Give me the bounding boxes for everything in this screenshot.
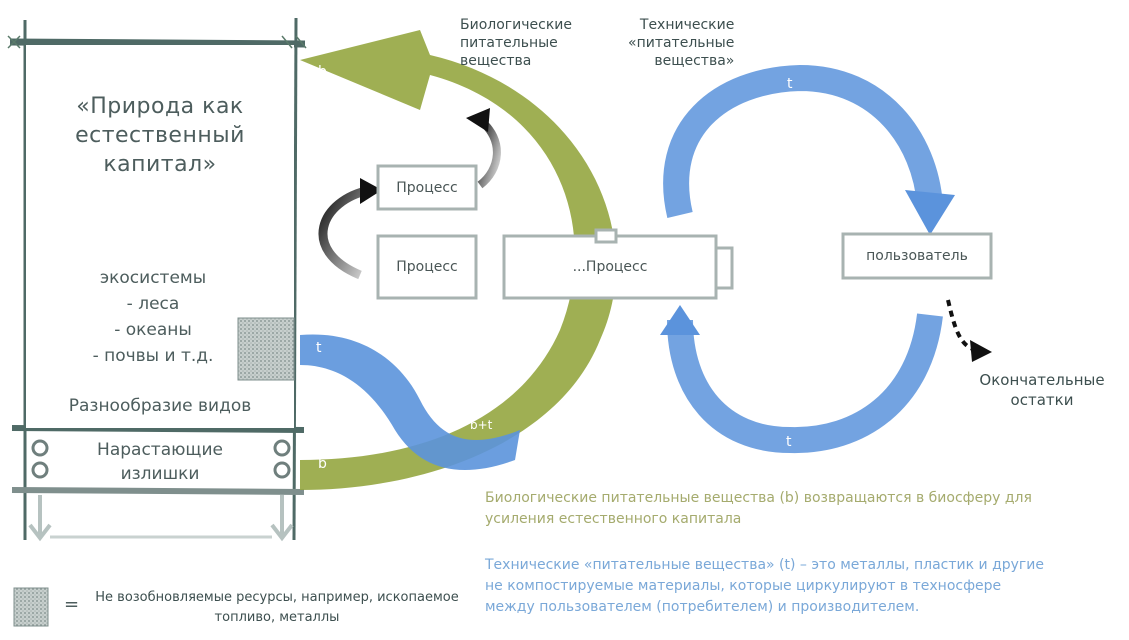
legend-swatch	[13, 587, 49, 627]
process-box-2-label: Процесс	[396, 259, 458, 275]
bio-green-arrow	[300, 30, 617, 490]
frame-grass	[7, 35, 307, 49]
species-diversity: Разнообразие видов	[68, 396, 252, 416]
marker-b-bottom: b	[318, 456, 327, 472]
surplus-label: Нарастающие излишки	[97, 440, 223, 484]
process-up-arrow	[477, 116, 501, 189]
surplus-loops	[31, 439, 291, 479]
bio-note: Биологические питательные вещества (b) в…	[485, 490, 1032, 527]
marker-t-left: t	[316, 340, 322, 356]
tech-inflow-arrow	[300, 334, 520, 470]
tech-loop-heads	[660, 190, 955, 335]
final-residue-label: Окончательные остатки	[979, 371, 1105, 409]
ecosystems-list: экосистемы - леса - океаны - почвы и т.д…	[92, 268, 214, 366]
process-curve-head	[360, 178, 382, 204]
process-box-2	[376, 234, 478, 300]
user-box	[841, 232, 993, 280]
marker-b-top: b	[318, 64, 327, 80]
legend-equals: =	[64, 594, 80, 615]
legend-text: Не возобновляемые ресурсы, например, иск…	[95, 590, 459, 625]
nonrenewable-swatch	[237, 317, 295, 381]
nature-frame	[9, 17, 306, 541]
process-curve-arrow	[318, 185, 372, 280]
marker-t-bottom: t	[786, 434, 792, 450]
process-box-main	[502, 228, 734, 300]
bio-nutrients-label: Биологические питательные вещества	[460, 17, 572, 69]
process-box-1-label: Процесс	[396, 179, 458, 196]
residue-arrow-head	[970, 340, 992, 362]
user-box-label: пользователь	[866, 248, 968, 264]
bottom-arrows	[28, 495, 294, 542]
tech-note: Технические «питательные вещества» (t) –…	[485, 557, 1044, 615]
process-box-1	[376, 164, 478, 211]
process-up-head	[466, 108, 490, 132]
tech-loop	[663, 64, 943, 454]
tech-nutrients-label: Технические «питательные вещества»	[628, 17, 735, 69]
marker-bt: b+t	[470, 418, 493, 432]
process-main-label: ...Процесс	[572, 259, 648, 275]
nature-title: «Природа как естественный капитал»	[75, 94, 245, 177]
marker-t-top: t	[787, 76, 793, 92]
